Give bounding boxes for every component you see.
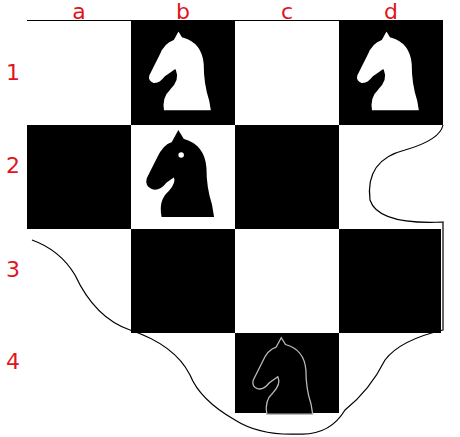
dark-square — [235, 125, 339, 229]
dark-square — [131, 229, 235, 333]
light-square — [131, 125, 235, 229]
light-square — [235, 21, 339, 125]
file-label: c — [281, 1, 293, 23]
black-knight — [148, 133, 213, 216]
light-square — [235, 229, 339, 333]
white-knight — [356, 29, 421, 112]
white-knight — [148, 29, 213, 112]
file-label: d — [384, 1, 398, 23]
ghost-knight — [253, 338, 313, 415]
rank-label: 3 — [6, 259, 20, 281]
rank-label: 1 — [6, 62, 20, 84]
dark-square — [339, 229, 441, 333]
rank-label: 4 — [6, 351, 20, 373]
file-label: b — [176, 1, 190, 23]
dark-square — [27, 125, 131, 229]
rank-label: 2 — [6, 155, 20, 177]
file-label: a — [72, 1, 85, 23]
dark-square — [131, 21, 235, 125]
light-square — [27, 21, 131, 125]
dark-square — [339, 21, 443, 125]
